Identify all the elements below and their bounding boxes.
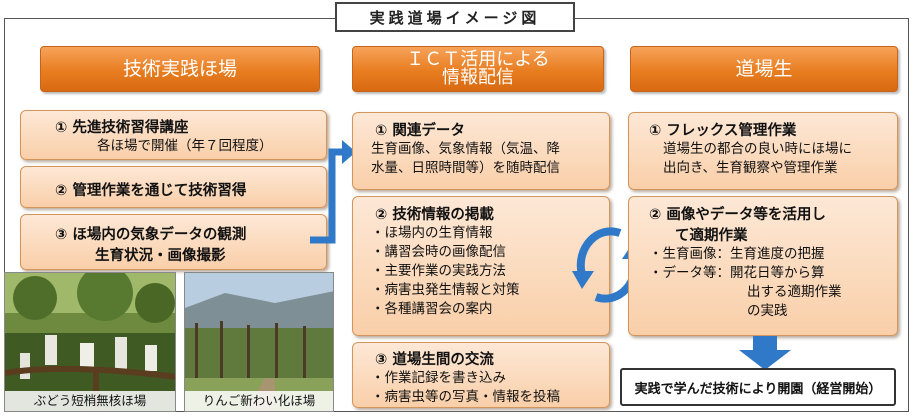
- middle-box-2-item-3: ・主要作業の実践方法: [371, 263, 506, 279]
- left-box-1-body: 各ほ場で開催（年７回程度）: [97, 138, 273, 154]
- header-field: 技術実践ほ場: [40, 46, 320, 92]
- apple-field-photo: りんご新わい化ほ場: [184, 272, 334, 412]
- left-box-3: ③ ほ場内の気象データの観測 生育状況・画像撮影: [20, 214, 327, 270]
- header-ict: ＩＣＴ活用による 情報配信: [352, 46, 604, 92]
- header-ict-line1: ＩＣＴ活用による: [406, 49, 550, 70]
- middle-box-1-body-2: 水量、日照時間等）を随時配信: [371, 160, 560, 176]
- right-box-1-title: ① フレックス管理作業: [649, 123, 797, 139]
- right-box-1-body-1: 道場生の都合の良い時にほ場に: [663, 141, 852, 157]
- header-student: 道場生: [630, 46, 898, 92]
- middle-box-2-item-2: ・講習会時の画像配信: [371, 244, 506, 260]
- middle-box-2-item-1: ・ほ場内の生育情報: [371, 225, 493, 241]
- header-field-label: 技術実践ほ場: [122, 58, 237, 80]
- middle-box-1: ① 関連データ 生育画像、気象情報（気温、降 水量、日照時間等）を随時配信: [352, 112, 610, 190]
- middle-box-3-item-2: ・病害虫等の写真・情報を投稿: [371, 389, 560, 405]
- right-box-1: ① フレックス管理作業 道場生の都合の良い時にほ場に 出向き、生育観察や管理作業: [628, 112, 898, 190]
- middle-box-1-body-1: 生育画像、気象情報（気温、降: [371, 141, 560, 157]
- right-box-2-line-3: 出する適期作業: [747, 284, 842, 300]
- header-ict-line2: 情報配信: [442, 67, 514, 88]
- apple-field-caption: りんご新わい化ほ場: [185, 391, 333, 411]
- right-box-2-line-1: ・生育画像：生育進度の把握: [649, 246, 825, 262]
- right-box-2-line-4: の実践: [747, 303, 788, 319]
- left-box-2-title: ② 管理作業を通じて技術習得: [55, 183, 247, 199]
- grape-field-caption: ぶどう短梢無核ほ場: [5, 391, 175, 411]
- right-box-2: ② 画像やデータ等を活用し て適期作業 ・生育画像：生育進度の把握 ・データ等：…: [628, 196, 898, 336]
- middle-box-2: ② 技術情報の掲載 ・ほ場内の生育情報 ・講習会時の画像配信 ・主要作業の実践方…: [352, 196, 610, 336]
- middle-box-3-item-1: ・作業記録を書き込み: [371, 370, 506, 386]
- middle-box-2-item-5: ・各種講習会の案内: [371, 301, 493, 317]
- left-box-3-title-1: ③ ほ場内の気象データの観測: [55, 227, 247, 243]
- middle-box-1-title: ① 関連データ: [375, 123, 465, 139]
- middle-box-2-item-4: ・病害虫発生情報と対策: [371, 282, 520, 298]
- down-arrow: [739, 336, 791, 370]
- right-box-2-title-1: ② 画像やデータ等を活用し: [649, 207, 826, 223]
- header-student-label: 道場生: [735, 58, 793, 80]
- grape-field-image: [5, 273, 175, 411]
- diagram-title: 実践道場イメージ図: [335, 2, 575, 32]
- middle-box-2-title: ② 技術情報の掲載: [375, 207, 494, 223]
- left-box-2: ② 管理作業を通じて技術習得: [20, 166, 327, 208]
- result-box: 実践で学んだ技術により開園（経営開始）: [620, 368, 896, 406]
- middle-box-3-title: ③ 道場生間の交流: [375, 352, 494, 368]
- right-box-2-title-2: て適期作業: [675, 228, 748, 244]
- right-box-1-body-2: 出向き、生育観察や管理作業: [663, 160, 838, 176]
- right-box-2-line-2: ・データ等：開花日等から算: [649, 265, 825, 281]
- left-box-1-title: ① 先進技術習得講座: [55, 120, 189, 136]
- result-label: 実践で学んだ技術により開園（経営開始）: [634, 381, 882, 397]
- middle-box-3: ③ 道場生間の交流 ・作業記録を書き込み ・病害虫等の写真・情報を投稿: [352, 342, 610, 408]
- left-box-3-title-2: 生育状況・画像撮影: [95, 248, 226, 264]
- connector-arrow: [310, 140, 356, 244]
- grape-field-photo: ぶどう短梢無核ほ場: [4, 272, 176, 412]
- left-box-1: ① 先進技術習得講座 各ほ場で開催（年７回程度）: [20, 110, 327, 160]
